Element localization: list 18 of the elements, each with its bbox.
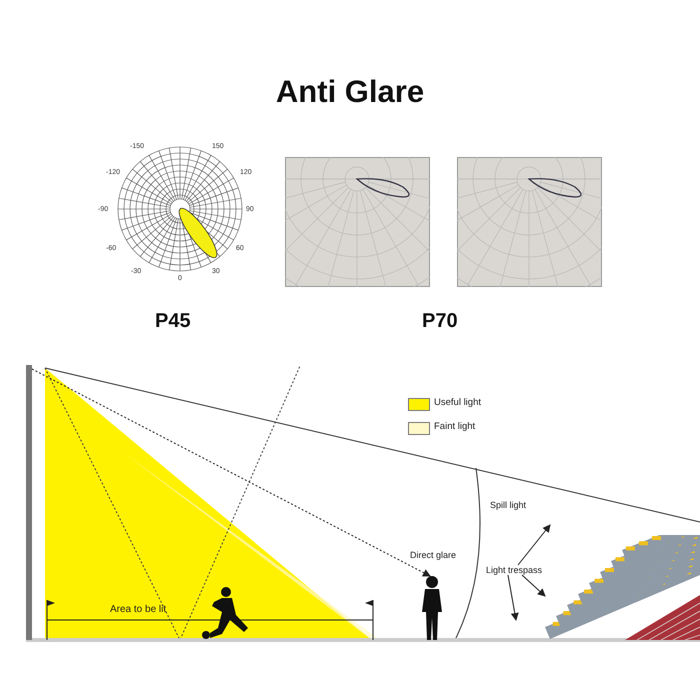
arrow — [518, 524, 551, 566]
callout-text: Light trespass — [486, 565, 542, 575]
arrow — [508, 574, 519, 621]
arrow — [32, 368, 431, 576]
person-silhouette — [420, 576, 444, 640]
photometric-chart-drawing — [285, 157, 430, 287]
legend-label: Faint light — [434, 421, 476, 432]
title: Anti Glare — [274, 74, 426, 110]
stadium-stands-drawing — [545, 535, 700, 640]
callout-text: Spill light — [490, 500, 526, 510]
chart-caption: P70 — [422, 310, 458, 333]
legend-label: Useful light — [434, 397, 481, 408]
light-pole — [26, 365, 32, 640]
photometric-chart-drawing — [457, 157, 602, 287]
callout-text: Direct glare — [410, 550, 456, 560]
chart-caption: P45 — [155, 310, 191, 333]
area-label: Area to be lit — [110, 604, 166, 615]
arrow — [522, 574, 546, 597]
